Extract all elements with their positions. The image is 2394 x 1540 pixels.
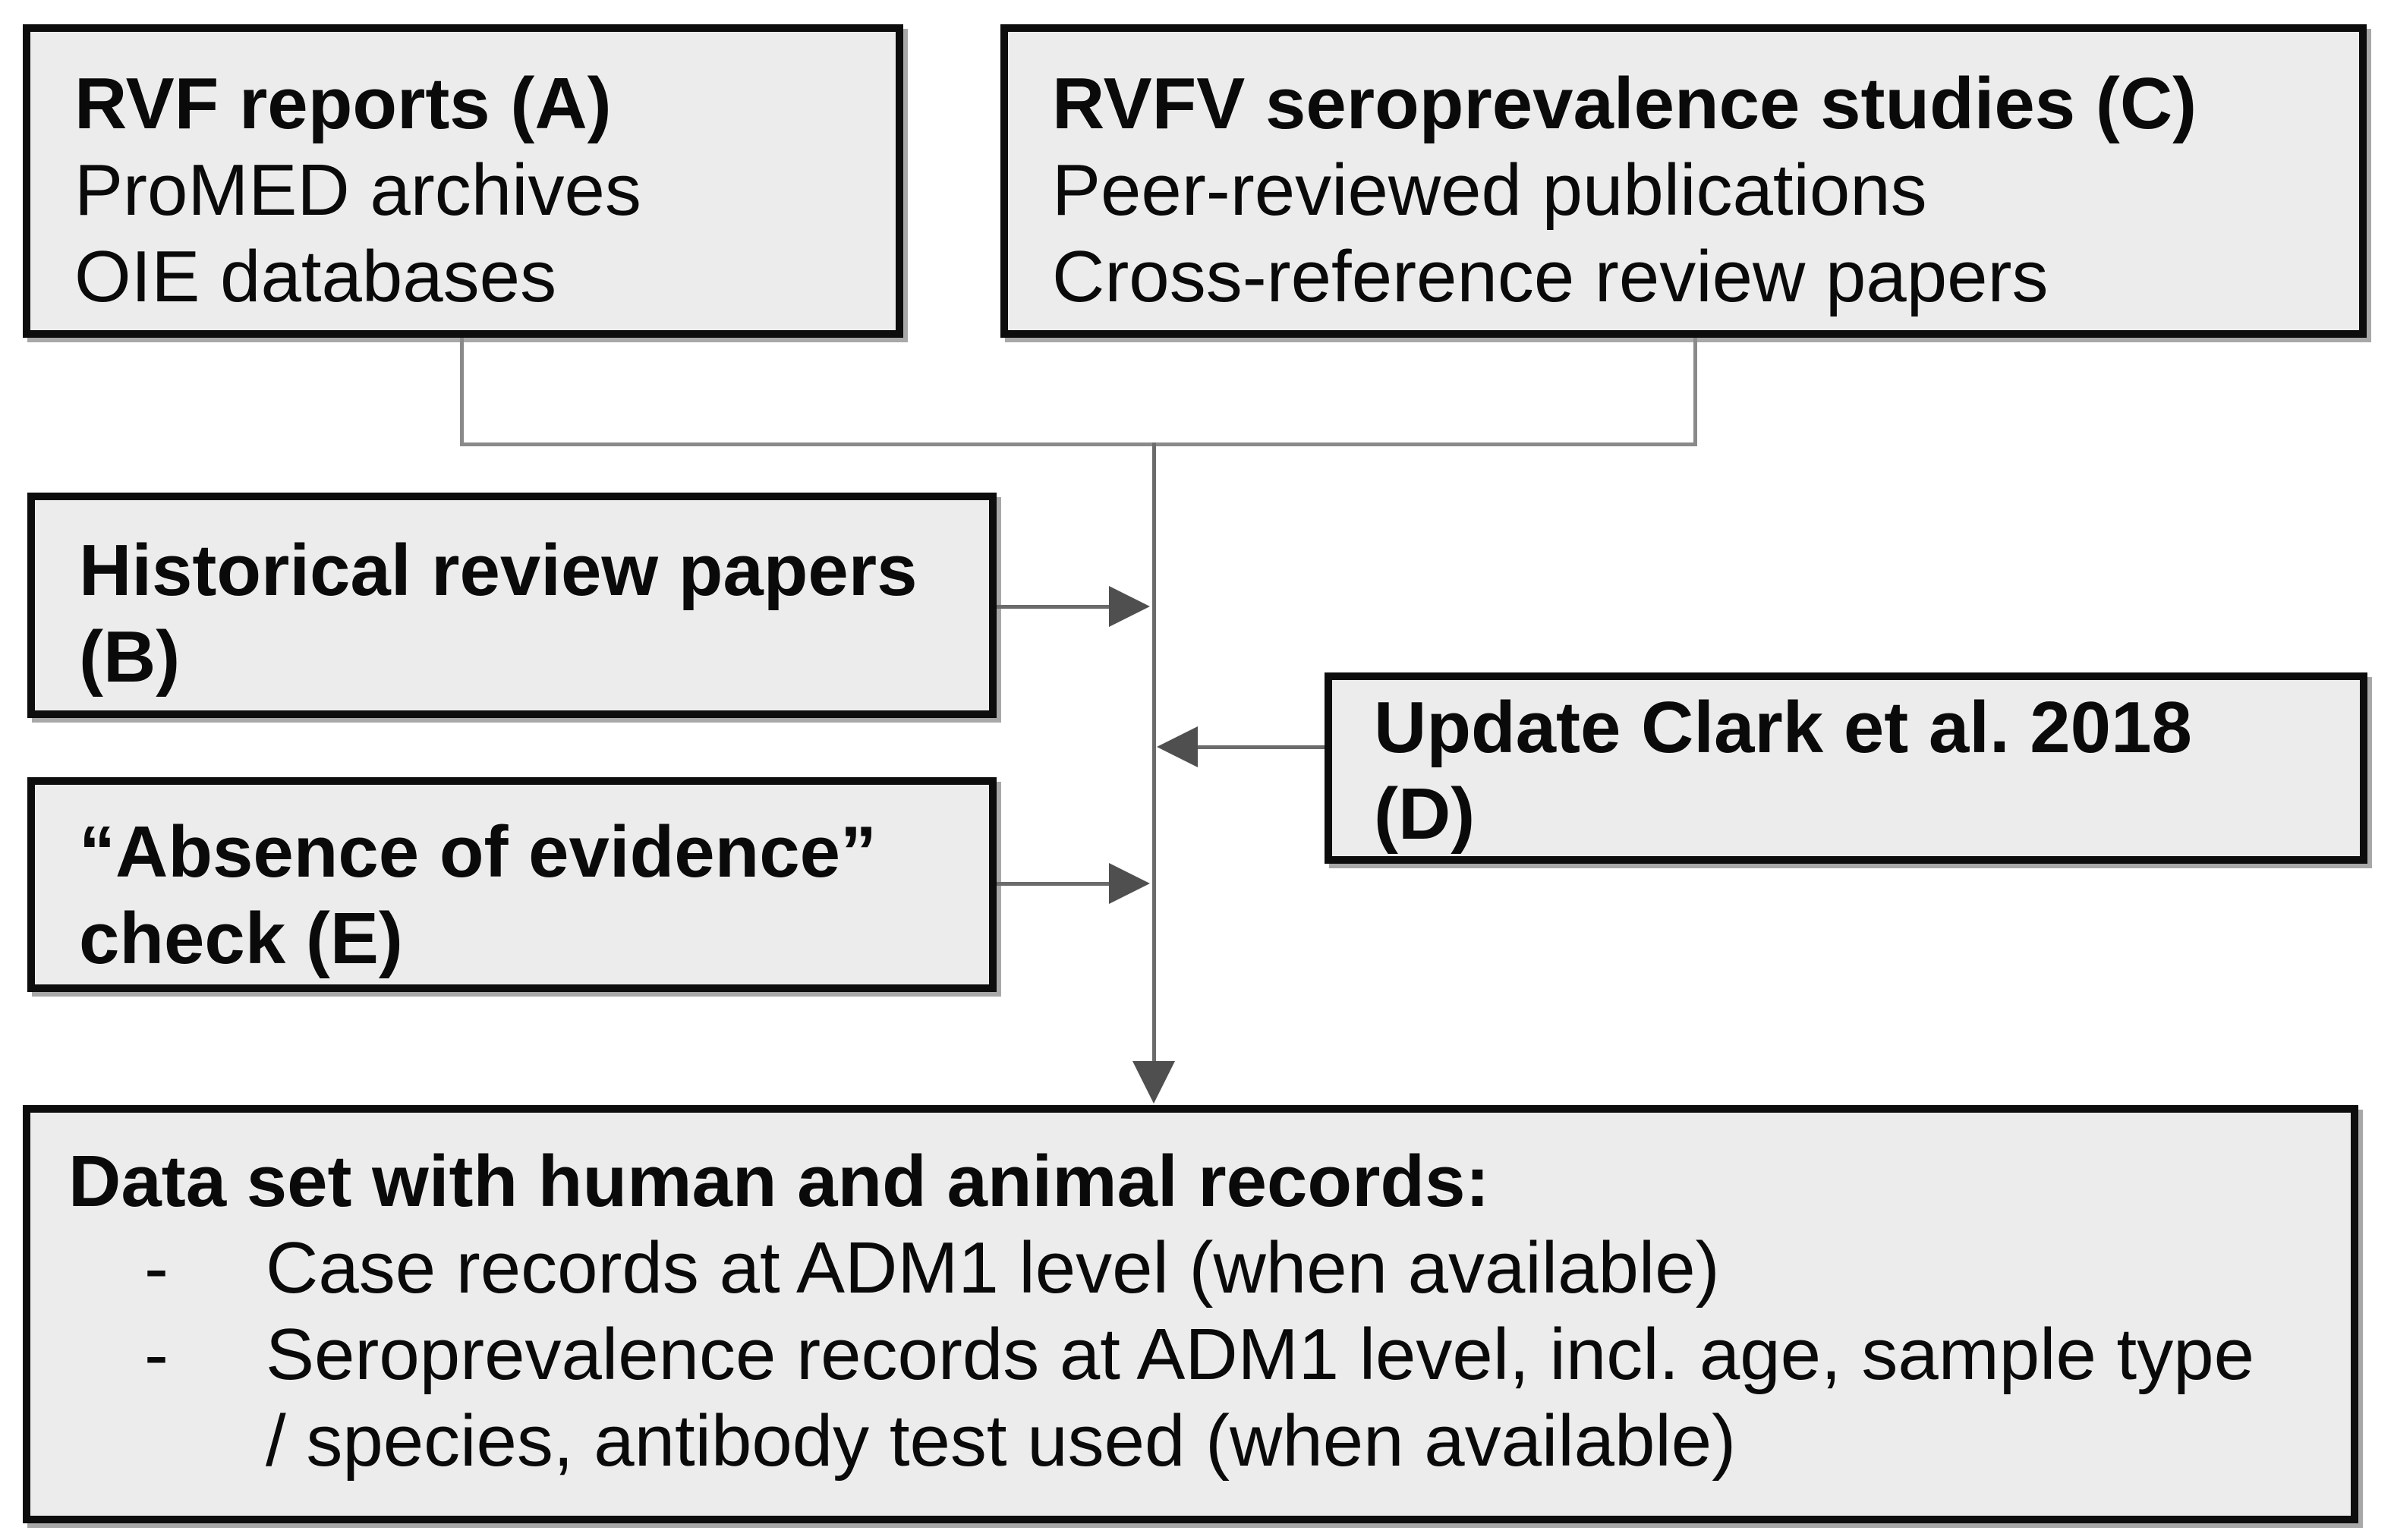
box-d-title-line2: (D)	[1374, 773, 1476, 855]
bullet-seroprevalence-records-line2: / species, antibody test used (when avai…	[266, 1400, 1737, 1482]
box-absence-of-evidence-check: “Absence of evidence” check (E)	[27, 777, 997, 992]
box-e-title-line2: check (E)	[79, 898, 403, 979]
arrowhead-right-icon	[1109, 586, 1150, 627]
connector-stem-from-box-c	[1693, 338, 1697, 445]
box-seroprevalence-studies: RVFV seroprevalence studies (C) Peer-rev…	[1000, 24, 2367, 338]
box-b-title-line2: (B)	[79, 616, 181, 698]
box-f-title: Data set with human and animal records:	[68, 1141, 1490, 1222]
box-c-title: RVFV seroprevalence studies (C)	[1052, 63, 2197, 144]
box-d-title-line1: Update Clark et al. 2018	[1374, 687, 2192, 768]
box-dataset-records: Data set with human and animal records: …	[23, 1105, 2358, 1523]
arrowhead-left-icon	[1157, 726, 1198, 767]
box-f-bullet-list: - Case records at ADM1 level (when avail…	[144, 1225, 2313, 1485]
box-update-clark-2018: Update Clark et al. 2018 (D)	[1325, 672, 2367, 864]
box-a-title: RVF reports (A)	[74, 63, 612, 144]
box-e-title-line1: “Absence of evidence”	[79, 811, 877, 893]
box-c-line-peer-reviewed: Peer-reviewed publications	[1052, 150, 1927, 231]
connector-stem-from-box-a	[460, 338, 464, 445]
bullet-seroprevalence-records-line1: Seroprevalence records at ADM1 level, in…	[266, 1314, 2254, 1395]
connector-main-vertical	[1152, 442, 1156, 1063]
box-a-line-oie: OIE databases	[74, 236, 557, 317]
arrowhead-down-icon	[1132, 1061, 1175, 1104]
bullet-case-records: Case records at ADM1 level (when availab…	[266, 1227, 1720, 1309]
box-a-line-promed: ProMED archives	[74, 150, 641, 231]
box-b-title-line1: Historical review papers	[79, 530, 918, 611]
connector-from-box-d	[1196, 745, 1325, 749]
box-rvf-reports: RVF reports (A) ProMED archives OIE data…	[23, 24, 903, 338]
connector-from-box-e	[997, 882, 1112, 886]
connector-from-box-b	[997, 605, 1112, 609]
bullet-dash: -	[144, 1314, 169, 1395]
box-c-line-cross-reference: Cross-reference review papers	[1052, 236, 2049, 317]
box-historical-review-papers: Historical review papers (B)	[27, 493, 997, 718]
list-item: - Seroprevalence records at ADM1 level, …	[144, 1312, 2313, 1485]
list-item: - Case records at ADM1 level (when avail…	[144, 1225, 2313, 1312]
bullet-dash: -	[144, 1227, 169, 1309]
connector-merge-horizontal	[460, 442, 1697, 446]
arrowhead-right-icon	[1109, 863, 1150, 904]
